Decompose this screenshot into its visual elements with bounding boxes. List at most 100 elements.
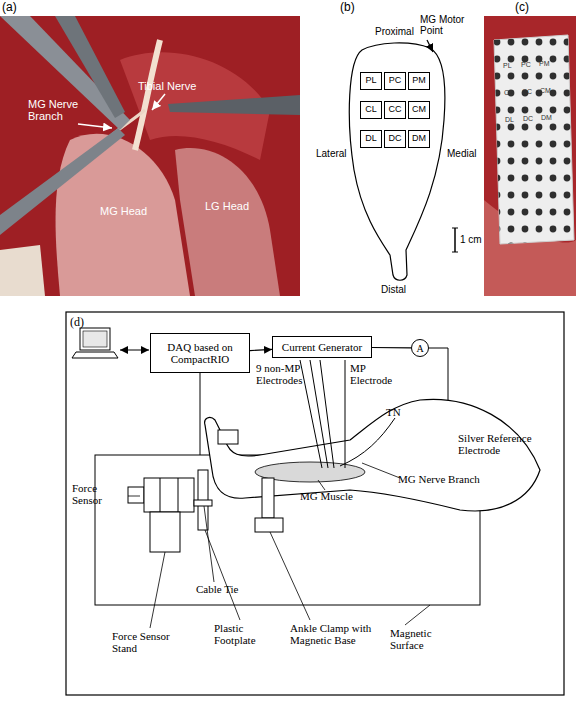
leader-line <box>405 605 430 625</box>
electrode-site-box: CC <box>384 101 406 119</box>
panel-letter: (c) <box>515 1 545 14</box>
panel-letter: (b) <box>340 1 370 14</box>
direction-label: Medial <box>447 148 483 159</box>
electrode-array-photo <box>484 16 576 296</box>
electrode-wire <box>310 360 328 468</box>
anatomy-label: MG Head <box>100 205 160 217</box>
node-text: Current Generator <box>282 341 362 353</box>
component-label: 9 non-MP Electrodes <box>256 362 306 387</box>
leader-line <box>318 480 325 490</box>
node-text: CL <box>365 105 377 115</box>
direction-label: Distal <box>381 284 421 295</box>
electrode-site-box: PL <box>360 72 382 90</box>
tissue-background <box>484 16 576 296</box>
tissue-background <box>0 16 300 296</box>
electrode-sheet <box>494 35 574 244</box>
anatomy-label: Tibial Nerve <box>138 80 218 92</box>
electrode-site-label: DM <box>541 114 557 122</box>
electrode-wire <box>320 360 334 468</box>
pointer-arrow <box>152 94 165 110</box>
tibial-nerve <box>135 40 160 150</box>
force-sensor-stand <box>150 512 180 552</box>
surgical-photo <box>0 16 300 296</box>
node-text: DC <box>389 134 402 144</box>
electrode-site-label: CC <box>522 88 538 96</box>
sensor-wire <box>200 373 201 455</box>
component-label: Magnetic Surface <box>390 627 460 652</box>
node-text: PC <box>389 76 402 86</box>
node-text: DL <box>365 134 377 144</box>
setup-schematic <box>66 312 564 695</box>
sensor-knob <box>128 487 144 503</box>
node-text: DAQ based on CompactRIO <box>151 341 249 365</box>
panel-frame <box>66 312 564 695</box>
electrode-site-label: CL <box>504 89 520 97</box>
electrode-site-box: PM <box>408 72 430 90</box>
electrode-wire <box>345 360 346 468</box>
node-text: CC <box>389 105 402 115</box>
ankle-clamp <box>262 478 274 518</box>
component-label: Ankle Clamp with Magnetic Base <box>290 622 380 647</box>
electrode-site-box: CM <box>408 101 430 119</box>
electrode-site-label: PL <box>503 62 519 70</box>
component-label: Plastic Footplate <box>214 622 274 647</box>
daq-box: DAQ based on CompactRIO <box>150 333 250 373</box>
electrode-site-label: CM <box>540 87 556 95</box>
force-sensor <box>144 478 194 512</box>
panel-letter: (a) <box>2 1 32 14</box>
mg-head-muscle <box>56 134 190 296</box>
electrode-site-label: DL <box>505 116 521 124</box>
electrode-site-box: PC <box>384 72 406 90</box>
leader-line <box>204 506 214 582</box>
component-label: Silver Reference Electrode <box>458 432 558 457</box>
panel-letter: (d) <box>70 316 100 329</box>
node-text: A <box>416 343 423 354</box>
electrode-site-label: PC <box>521 61 537 69</box>
node-text: DM <box>412 134 426 144</box>
forceps <box>0 16 130 130</box>
electrode-site-box: DL <box>360 130 382 148</box>
electrode-site-label: PM <box>539 60 555 68</box>
scale-bar <box>454 228 456 252</box>
forceps <box>0 128 125 235</box>
force-sensor-detail <box>178 478 179 512</box>
motor-point-arrow <box>427 40 433 52</box>
node-text: PM <box>412 76 426 86</box>
laptop-display <box>83 331 107 347</box>
leader-line <box>205 530 240 620</box>
leader-line <box>270 532 310 620</box>
ammeter-symbol: A <box>411 339 429 357</box>
component-label: Force Sensor Stand <box>112 630 192 655</box>
component-label: TN <box>386 406 410 418</box>
lg-head-muscle <box>175 148 280 296</box>
data-link-arrow <box>120 350 149 351</box>
direction-label: Lateral <box>316 148 356 159</box>
node-text: CM <box>412 105 426 115</box>
component-label: Force Sensor <box>72 482 128 507</box>
electrode-site-box: DM <box>408 130 430 148</box>
component-label: MP Electrode <box>350 362 400 387</box>
muscle-outline-drawing <box>349 40 458 280</box>
callout-label: MG Motor Point <box>420 14 470 36</box>
forceps <box>168 95 300 115</box>
laptop-keyboard <box>72 352 118 358</box>
force-sensor-detail <box>160 478 161 512</box>
scale-label: 1 cm <box>460 234 490 245</box>
magnetic-base <box>255 518 283 532</box>
cable-tie <box>194 500 212 506</box>
tibial-nerve <box>340 418 395 466</box>
leader-line <box>128 496 140 497</box>
clamp-knob <box>218 430 238 444</box>
anatomy-label: LG Head <box>205 200 265 212</box>
anatomy-label: MG Nerve Branch <box>28 98 84 123</box>
scale-bar-tick <box>452 228 458 229</box>
component-label: Cable Tie <box>196 583 256 595</box>
component-label: MG Muscle <box>300 490 370 502</box>
component-label: MG Nerve Branch <box>398 473 488 485</box>
connector-line <box>250 349 272 350</box>
electrode-site-box: DC <box>384 130 406 148</box>
leader-line <box>150 552 165 628</box>
electrode-dots <box>494 35 574 244</box>
